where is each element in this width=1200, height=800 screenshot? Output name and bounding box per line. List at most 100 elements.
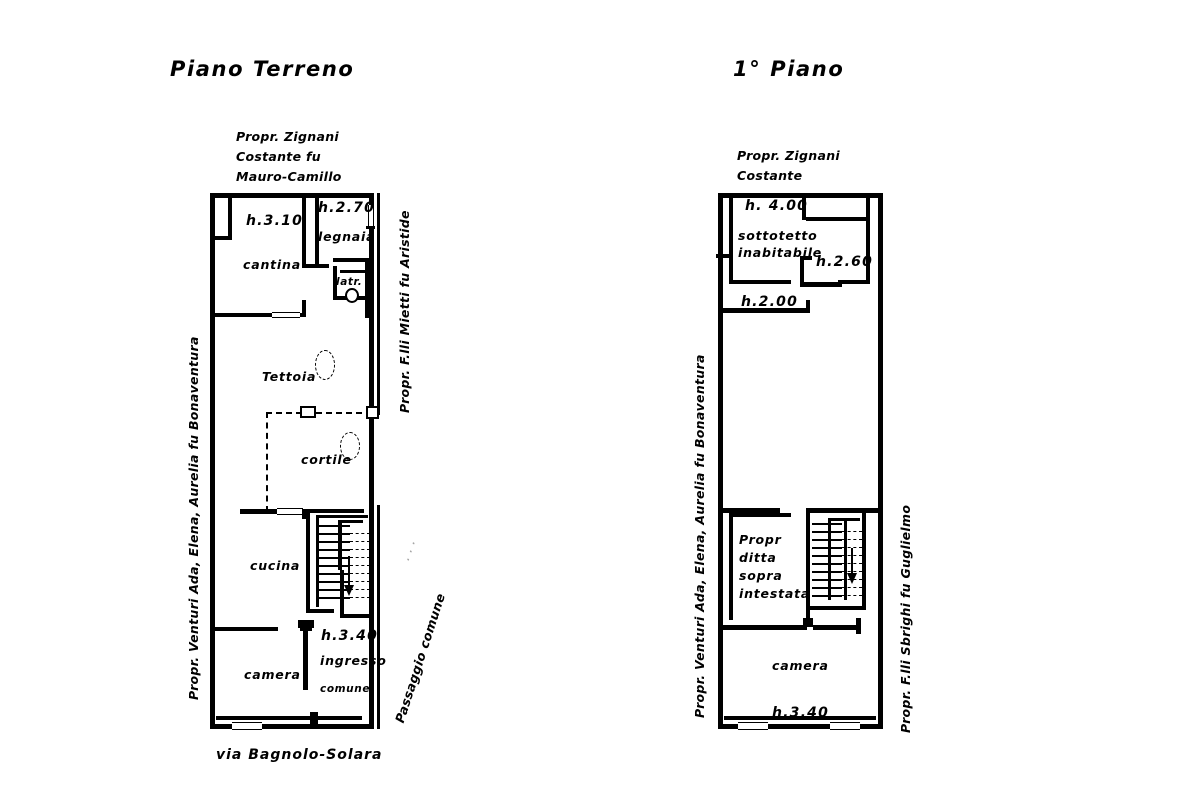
wall-stairwell-bottom-left [306,609,334,613]
stair-step-dashed [350,581,370,582]
label-ingresso-1: ingresso [320,653,387,668]
stair-outline-top [316,515,368,518]
stair-step-dashed [350,541,370,542]
stair-step [812,555,842,557]
wall-propr-inner-top [729,513,791,517]
window-camera-left [738,722,768,730]
door-cucina-top [277,508,303,515]
stair-step-dashed [350,557,370,558]
first-owner-left: Propr. Venturi Ada, Elena, Aurelia fu Bo… [692,354,707,718]
label-ingresso-2: comune [320,683,371,695]
wall-cantina-right [302,198,306,268]
wall-left-outer [210,193,215,729]
wall-cantina-bottom [214,313,306,317]
wall-camera-top [723,625,807,630]
wall-sottotetto-bottom [729,280,791,284]
stair-step-dashed [842,531,862,532]
wall-cantina-notch [210,236,232,240]
stair-direction-arrow-line [348,556,350,588]
wall-sottotetto-left [729,198,733,284]
cortile-drain-loop [340,432,360,460]
wall-sottotetto-right-foot [838,280,870,284]
stair-step-dashed [350,589,370,590]
stair-step [812,563,842,565]
wall-right-boundary-upper [377,193,380,415]
label-sottotetto-2: inabitabile [738,245,823,260]
wall-sottotetto-top-stub [802,198,806,220]
ground-faint-annotation: · · · [404,539,421,564]
label-tettoia: Tettoia [262,369,317,384]
label-ingresso-height: h.3.40 [321,628,379,644]
window-legnaia-tick [366,226,375,229]
ground-owner-right: Propr. F.lli Mietti fu Aristide [397,210,412,413]
stair-direction-arrow-head [847,573,857,584]
street-label: via Bagnolo-Solara [216,747,383,763]
stair-step [318,525,350,527]
stair-step [318,581,350,583]
doorjamb-ingresso [298,620,314,628]
cortile-left-dashed [266,412,268,512]
wall-stair-enclosure-left [340,570,344,618]
window-camera [232,722,262,730]
wall-stairwell-top [306,509,364,513]
wall-latrina-top [340,270,369,273]
label-sottotetto-1: sottotetto [738,228,818,243]
wall-propr-top-left [718,508,780,513]
label-cucina: cucina [250,558,301,573]
label-camera: camera [772,658,829,673]
stair-step [812,571,842,573]
wall-h200-stub [806,300,810,313]
wall-top [718,193,883,198]
wall-sottotetto-notch [716,254,733,258]
wall-legnaia-bottom [333,258,369,262]
stair-stringer-right [844,518,847,600]
stair-step [318,549,350,551]
label-h200: h.2.00 [741,294,799,310]
wall-cucina-top [240,509,306,514]
first-owner-right: Propr. F.lli Sbrighi fu Guglielmo [898,504,913,733]
wall-cucina-top-stub [302,509,306,519]
label-propr-3: sopra [739,568,783,583]
wall-bottom-step [724,716,876,720]
door-cantina [272,312,300,318]
label-latrina: latr. [336,276,363,288]
first-owner-top-line-1: Propr. Zignani [737,148,840,163]
wall-legnaia-left [315,198,319,268]
ground-floor-title: Piano Terreno [170,57,355,81]
first-owner-top-line-2: Costante [737,168,803,183]
stair-step-dashed [350,597,370,598]
label-h400: h. 4.00 [745,198,809,214]
ground-owner-top-line-3: Mauro-Camillo [236,169,342,184]
stair-step-dashed [350,549,370,550]
stair-landing-edge [828,518,860,521]
stair-step [812,547,842,549]
stair-step-dashed [842,595,862,596]
wall-propr-left [729,513,733,620]
first-floor-title: 1° Piano [733,57,845,81]
stair-direction-arrow-line [851,548,853,576]
stair-step [812,523,842,525]
label-camera-height: h.3.40 [772,705,830,721]
label-h260: h.2.60 [816,254,874,270]
stair-step [318,597,350,599]
window-camera-right [830,722,860,730]
wall-bottom [718,724,883,729]
label-propr-4: intestata [739,586,811,601]
wall-sottotetto-inner-top [806,217,870,221]
stair-step [318,565,350,567]
wc-fixture-icon [345,288,359,303]
wall-latrina-left [333,266,337,300]
wall-legnaia-left-foot [315,264,329,268]
wall-top [210,193,374,198]
ground-owner-top-line-1: Propr. Zignani [236,129,339,144]
label-camera: camera [244,667,301,682]
wall-right-outer [878,193,883,729]
ground-owner-top-line-2: Costante fu [236,149,321,164]
stair-outline-left [316,515,319,607]
ground-passage-label: Passaggio comune [392,591,449,725]
doorjamb-camera [803,618,813,627]
wall-alcove-left [800,257,804,287]
wall-stairwell-top [806,508,878,513]
stair-step-dashed [350,573,370,574]
stair-step-dashed [350,533,370,534]
